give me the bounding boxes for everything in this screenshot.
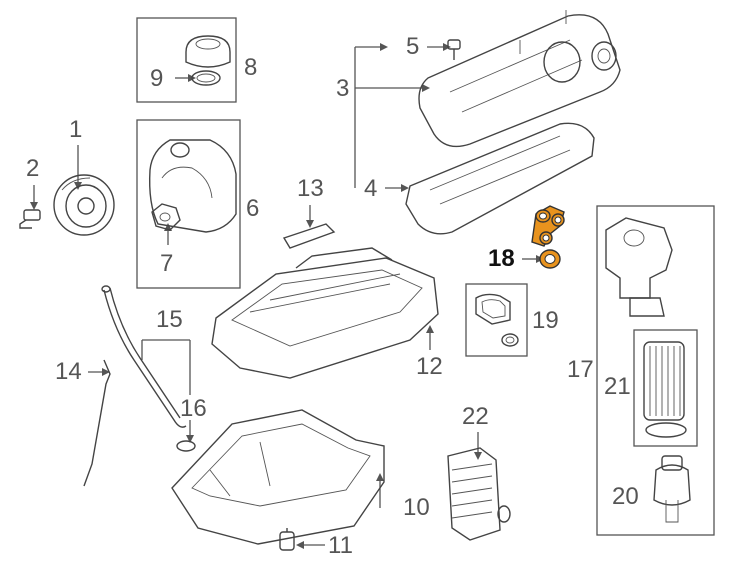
callout-8: 8 bbox=[244, 54, 258, 81]
callout-9: 9 bbox=[150, 65, 164, 92]
box-gasket-19-group bbox=[465, 283, 528, 357]
oil-filter-element-part bbox=[643, 341, 687, 438]
callout-15: 15 bbox=[156, 306, 183, 333]
box-oil-filter-housing-group bbox=[596, 205, 715, 536]
callout-6: 6 bbox=[246, 195, 260, 222]
callout-14: 14 bbox=[55, 358, 82, 385]
box-oil-filler-cap-group bbox=[136, 17, 237, 103]
timing-cover-part bbox=[148, 139, 237, 233]
valve-cover-part bbox=[418, 10, 621, 148]
callout-16: 16 bbox=[180, 395, 207, 422]
dipstick-and-tube-part bbox=[83, 285, 196, 487]
callout-18: 18 bbox=[488, 245, 515, 272]
callout-22: 22 bbox=[462, 403, 489, 430]
callout-17: 17 bbox=[567, 356, 594, 383]
box-oil-filter-group bbox=[633, 329, 698, 447]
callout-10: 10 bbox=[403, 494, 430, 521]
callout-2: 2 bbox=[26, 155, 40, 182]
callout-3: 3 bbox=[336, 75, 350, 102]
valve-cover-bolt-part bbox=[447, 39, 461, 60]
upper-oil-pan-part bbox=[211, 247, 439, 379]
callout-20: 20 bbox=[612, 483, 639, 510]
oil-cooler-part bbox=[447, 447, 511, 541]
arrowheads bbox=[30, 43, 544, 549]
callout-13: 13 bbox=[297, 175, 324, 202]
oil-filter-housing-part bbox=[605, 217, 673, 317]
drain-plug-part bbox=[279, 528, 295, 551]
callout-1: 1 bbox=[69, 116, 83, 143]
crank-pulley-part bbox=[53, 174, 115, 236]
callout-21: 21 bbox=[604, 373, 631, 400]
seal-set-part-highlighted bbox=[531, 205, 565, 269]
callout-12: 12 bbox=[416, 353, 443, 380]
oil-filter-cap-part bbox=[653, 455, 691, 523]
box-timing-cover-group bbox=[136, 119, 241, 289]
bolt-part bbox=[19, 209, 41, 229]
oil-pan-gasket-strip-part bbox=[282, 223, 336, 249]
callout-19: 19 bbox=[532, 307, 559, 334]
leader-lines bbox=[33, 46, 538, 546]
oil-filler-cap-part bbox=[185, 35, 231, 86]
callout-7: 7 bbox=[160, 250, 174, 277]
filter-housing-gasket-part bbox=[475, 293, 519, 347]
valve-cover-gasket-part bbox=[405, 122, 595, 235]
callout-5: 5 bbox=[406, 33, 420, 60]
lower-oil-pan-part bbox=[171, 409, 385, 545]
callout-4: 4 bbox=[364, 175, 378, 202]
callout-11: 11 bbox=[328, 532, 353, 559]
